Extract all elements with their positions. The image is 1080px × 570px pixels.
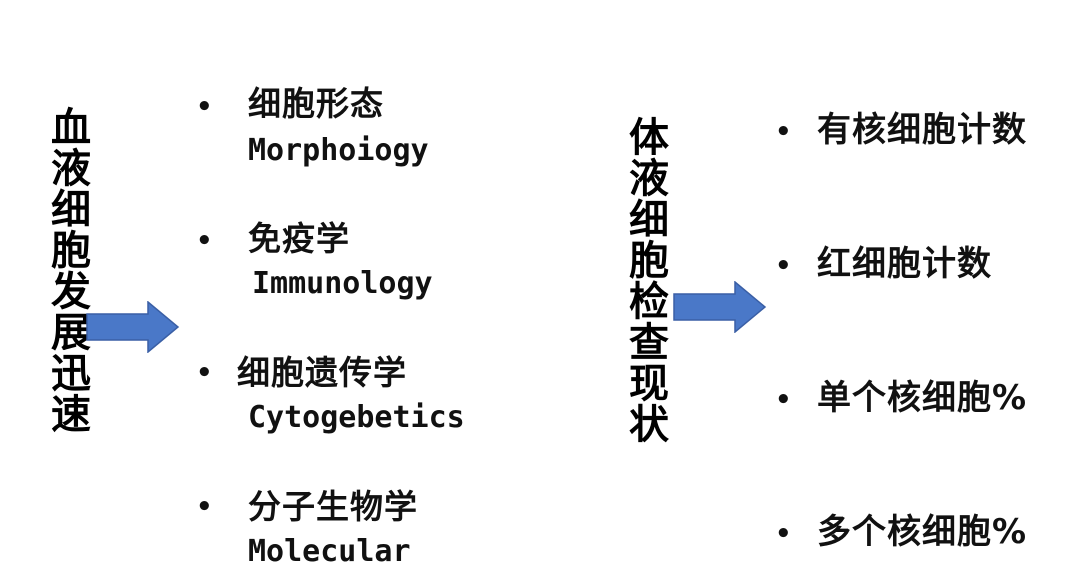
list-item-zh: 细胞遗传学 (237, 353, 407, 392)
bullet: • (775, 519, 792, 549)
list-item-en: Morphoiogy (248, 133, 429, 168)
list-item-zh: 多个核细胞% (817, 512, 1028, 552)
bullet: • (196, 226, 213, 256)
bullet: • (196, 492, 213, 522)
bullet: • (775, 251, 792, 281)
bullet: • (196, 358, 213, 388)
bullet: • (775, 385, 792, 415)
bullet: • (775, 117, 792, 147)
right-arrow-icon (673, 281, 767, 333)
list-item-en: Cytogebetics (248, 400, 465, 435)
bullet: • (196, 92, 213, 122)
list-item-en: Molecular (248, 534, 411, 569)
list-item-zh: 有核细胞计数 (817, 110, 1027, 150)
list-item-zh: 免疫学 (248, 219, 350, 258)
list-item-zh: 单个核细胞% (817, 378, 1028, 418)
left-vertical-title: 血液细胞发展迅速 (44, 106, 90, 434)
list-item-zh: 红细胞计数 (817, 244, 992, 284)
right-vertical-title: 体液细胞检查现状 (622, 116, 668, 444)
list-item-zh: 分子生物学 (248, 487, 418, 526)
right-arrow-icon (86, 301, 180, 353)
list-item-en: Immunology (252, 266, 433, 301)
list-item-zh: 细胞形态 (248, 84, 384, 123)
